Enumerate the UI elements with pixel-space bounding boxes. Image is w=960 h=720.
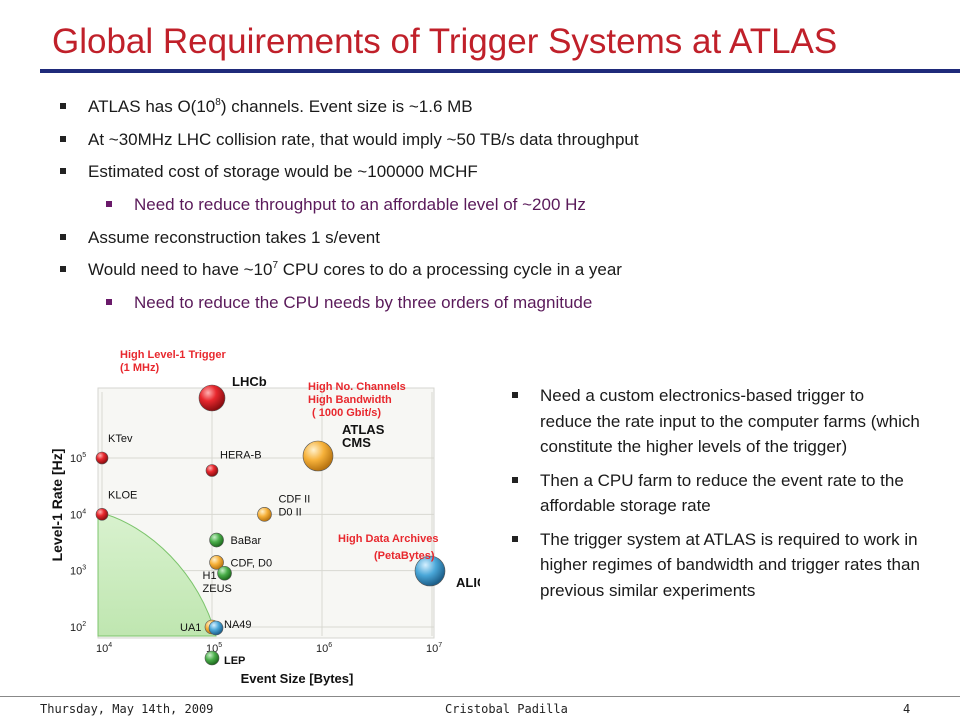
- right-bullet-list: Need a custom electronics-based trigger …: [512, 383, 920, 611]
- data-point: [208, 620, 224, 636]
- data-point: [217, 565, 232, 581]
- point-label: KTev: [108, 433, 133, 445]
- slide-title: Global Requirements of Trigger Systems a…: [52, 22, 838, 61]
- point-label: CDF II: [278, 493, 310, 505]
- x-tick-label: 106: [316, 642, 332, 655]
- bullet-cpu-cores: Would need to have ~107 CPU cores to do …: [60, 260, 622, 280]
- point-label: ATLAS: [342, 422, 385, 437]
- y-tick-label: 102: [70, 621, 86, 634]
- title-rule: [40, 69, 960, 73]
- data-point: [257, 507, 272, 522]
- x-tick-label: 104: [96, 642, 112, 655]
- sub-bullet-reduce-cpu: Need to reduce the CPU needs by three or…: [106, 293, 592, 313]
- chart-annotation: High No. Channels: [308, 381, 406, 393]
- point-label: CDF, D0: [231, 557, 273, 569]
- point-label: HERA-B: [220, 449, 262, 461]
- bullet-storage-cost: Estimated cost of storage would be ~1000…: [60, 162, 478, 182]
- bullet-throughput: At ~30MHz LHC collision rate, that would…: [60, 130, 639, 150]
- x-axis-label: Event Size [Bytes]: [241, 671, 354, 686]
- data-point: [95, 451, 109, 465]
- point-label: UA1: [180, 622, 201, 634]
- bullet-reconstruction: Assume reconstruction takes 1 s/event: [60, 228, 380, 248]
- right-bullet-atlas-regimes: The trigger system at ATLAS is required …: [512, 527, 920, 604]
- right-bullet-cpu-farm: Then a CPU farm to reduce the event rate…: [512, 468, 920, 519]
- point-label: BaBar: [231, 535, 262, 547]
- footer-date: Thursday, May 14th, 2009: [40, 702, 214, 716]
- point-label: H1: [203, 570, 217, 582]
- bullet-marker: [60, 234, 66, 240]
- y-tick-label: 103: [70, 565, 86, 578]
- footer-page-number: 4: [903, 702, 911, 716]
- data-point: [204, 650, 220, 666]
- chart-annotation: High Data Archives: [338, 533, 438, 545]
- bullet-marker: [60, 266, 66, 272]
- point-label: ZEUS: [203, 583, 232, 595]
- chart-annotation: ( 1000 Gbit/s): [312, 407, 381, 419]
- sub-bullet-reduce-throughput: Need to reduce throughput to an affordab…: [106, 195, 586, 215]
- footer-author: Cristobal Padilla: [445, 702, 568, 716]
- chart-annotations: High Level-1 Trigger(1 MHz) High No. Chan…: [120, 349, 438, 562]
- bullet-marker: [60, 136, 66, 142]
- chart-annotation: High Level-1 Trigger: [120, 349, 226, 361]
- bullet-marker: [106, 201, 112, 207]
- y-tick-label: 105: [70, 452, 86, 465]
- low-rate-region: [97, 511, 217, 637]
- chart-annotation: High Bandwidth: [308, 394, 392, 406]
- data-point: [414, 555, 446, 587]
- point-label: ALICE: [456, 575, 480, 590]
- data-point: [205, 464, 219, 477]
- y-axis-label: Level-1 Rate [Hz]: [49, 449, 65, 562]
- point-label: D0 II: [278, 506, 301, 518]
- bullet-marker: [60, 168, 66, 174]
- point-label: CMS: [342, 435, 371, 450]
- x-tick-label: 107: [426, 642, 442, 655]
- y-tick-label: 104: [70, 508, 86, 521]
- bullet-marker: [512, 392, 518, 398]
- right-bullet-custom-electronics: Need a custom electronics-based trigger …: [512, 383, 920, 460]
- data-point: [95, 508, 109, 521]
- point-label: LHCb: [232, 374, 267, 389]
- point-label: KLOE: [108, 489, 137, 501]
- point-label: NA49: [224, 619, 252, 631]
- bullet-marker: [512, 476, 518, 483]
- point-label: LEP: [224, 655, 245, 667]
- chart-annotation: (PetaBytes): [374, 550, 435, 562]
- data-point: [209, 532, 224, 548]
- bullet-marker: [60, 103, 66, 109]
- data-points: [95, 384, 446, 666]
- data-point: [198, 384, 226, 412]
- footer-rule: [0, 696, 960, 697]
- bullet-marker: [512, 535, 518, 542]
- bullet-marker: [106, 299, 112, 305]
- bullet-channels: ATLAS has O(108) channels. Event size is…: [60, 97, 473, 117]
- chart-annotation: (1 MHz): [120, 362, 159, 374]
- data-point: [209, 555, 224, 570]
- data-point: [302, 440, 334, 472]
